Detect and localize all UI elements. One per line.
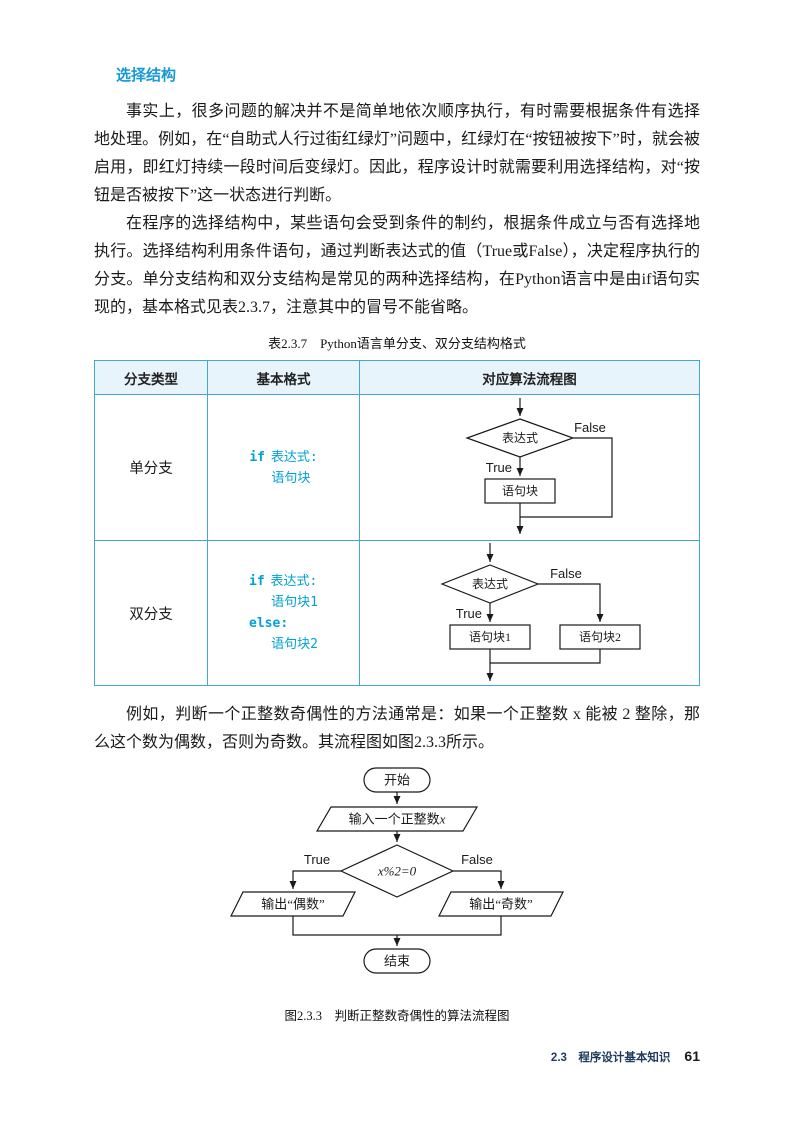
cell-basic-format-double: if 表达式: 语句块1 else: 语句块2 <box>208 540 360 685</box>
condition-diamond <box>465 417 575 458</box>
output-odd-label: 输出“奇数” <box>469 897 533 912</box>
page: 选择结构 事实上，很多问题的解决并不是简单地依次顺序执行，有时需要根据条件有选择… <box>94 67 700 1064</box>
statement-block2-label: 语句块2 <box>579 630 621 644</box>
cell-branch-type-double: 双分支 <box>95 540 208 685</box>
false-branch-line <box>520 436 613 518</box>
merge-line <box>490 648 601 664</box>
true-branch-arrow <box>289 870 341 889</box>
true-label: True <box>304 852 330 867</box>
code-block-single: if 表达式: 语句块 <box>249 447 317 489</box>
code-keyword-if: if <box>249 574 265 589</box>
statement-block1-label: 语句块1 <box>469 630 511 644</box>
body-paragraph-3: 例如，判断一个正整数奇偶性的方法通常是：如果一个正整数 x 能被 2 整除，那么… <box>94 706 700 751</box>
code-line: if 表达式: <box>249 571 318 592</box>
output-even-parallelogram <box>230 891 356 917</box>
statement-block-label: 语句块 <box>502 484 538 498</box>
code-condition: 表达式: <box>270 574 318 589</box>
cell-flowchart-single: 表达式 语句块 False True <box>360 394 700 540</box>
table-caption: 表2.3.7 Python语言单分支、双分支结构格式 <box>268 336 526 351</box>
table-header-branch-type: 分支类型 <box>95 361 208 394</box>
output-odd-parallelogram <box>438 891 564 917</box>
end-terminal <box>363 948 431 974</box>
body-paragraph-2: 在程序的选择结构中，某些语句会受到条件的制约，根据条件成立与否有选择地执行。选择… <box>94 215 700 316</box>
section-heading: 选择结构 <box>116 67 177 84</box>
double-branch-flowchart-svg: 表达式 语句块1 语句块2 False True <box>440 542 641 681</box>
code-block-double: if 表达式: 语句块1 else: 语句块2 <box>249 571 318 655</box>
parity-flowchart-svg: 开始 输入一个正整数x x%2=0 True False 输出“偶数” 输出“奇… <box>230 767 564 974</box>
output-even-label: 输出“偶数” <box>261 897 325 912</box>
input-variable: x <box>439 812 446 827</box>
code-line: 语句块2 <box>271 637 318 652</box>
merge-left-line <box>292 916 397 936</box>
body-paragraph-1: 事实上，很多问题的解决并不是简单地依次顺序执行，有时需要根据条件有选择地处理。例… <box>94 103 700 204</box>
table-header-flowchart: 对应算法流程图 <box>360 361 699 394</box>
input-label-text: 输入一个正整数 <box>349 812 440 827</box>
code-line: 语句块1 <box>271 595 318 610</box>
page-footer: 2.3 程序设计基本知识 61 <box>551 1048 700 1065</box>
condition-diamond <box>339 844 455 898</box>
true-label: True <box>456 606 482 621</box>
false-branch-arrow <box>453 870 505 889</box>
false-branch-arrow <box>538 582 604 622</box>
false-label: False <box>550 566 582 581</box>
figure-caption: 图2.3.3 判断正整数奇偶性的算法流程图 <box>284 1009 510 1023</box>
end-label: 结束 <box>384 954 410 969</box>
start-terminal <box>363 767 431 793</box>
cell-basic-format-single: if 表达式: 语句块 <box>208 394 360 540</box>
page-content: 选择结构 事实上，很多问题的解决并不是简单地依次顺序执行，有时需要根据条件有选择… <box>94 67 700 1025</box>
branch-structure-table: 分支类型 基本格式 对应算法流程图 单分支 if 表达式: 语句块 <box>94 360 700 686</box>
false-label: False <box>574 420 606 435</box>
condition-diamond <box>440 563 540 604</box>
footer-page-number: 61 <box>684 1048 700 1064</box>
cell-flowchart-double: 表达式 语句块1 语句块2 False True <box>360 540 700 685</box>
table-header-row: 分支类型 基本格式 对应算法流程图 <box>95 361 699 394</box>
condition-label: 表达式 <box>472 577 508 591</box>
parity-flowchart-figure: 开始 输入一个正整数x x%2=0 True False 输出“偶数” 输出“奇… <box>94 765 700 1025</box>
merge-right-line <box>397 916 502 936</box>
cell-branch-type-single: 单分支 <box>95 394 208 540</box>
condition-label: x%2=0 <box>377 864 417 879</box>
statement-block-rect <box>484 477 556 504</box>
statement-block2-rect <box>559 623 641 650</box>
table-row-double-branch: 双分支 if 表达式: 语句块1 else: 语句块2 <box>95 540 700 685</box>
start-label: 开始 <box>384 773 410 788</box>
table-row-single-branch: 单分支 if 表达式: 语句块 <box>95 394 700 540</box>
footer-section-title: 2.3 程序设计基本知识 <box>550 1052 671 1064</box>
input-label: 输入一个正整数x <box>349 812 446 827</box>
condition-label: 表达式 <box>502 431 538 445</box>
input-parallelogram <box>315 806 479 832</box>
code-line: if 表达式: <box>249 447 317 468</box>
single-branch-flowchart-svg: 表达式 语句块 False True <box>465 397 613 534</box>
true-label: True <box>486 460 512 475</box>
code-line: 语句块 <box>271 470 311 486</box>
statement-block1-rect <box>449 623 531 650</box>
code-keyword-else: else: <box>249 616 289 631</box>
table-header-basic-format: 基本格式 <box>208 361 360 394</box>
code-keyword-if: if <box>249 449 265 465</box>
false-label: False <box>461 852 493 867</box>
code-condition: 表达式: <box>270 449 318 465</box>
